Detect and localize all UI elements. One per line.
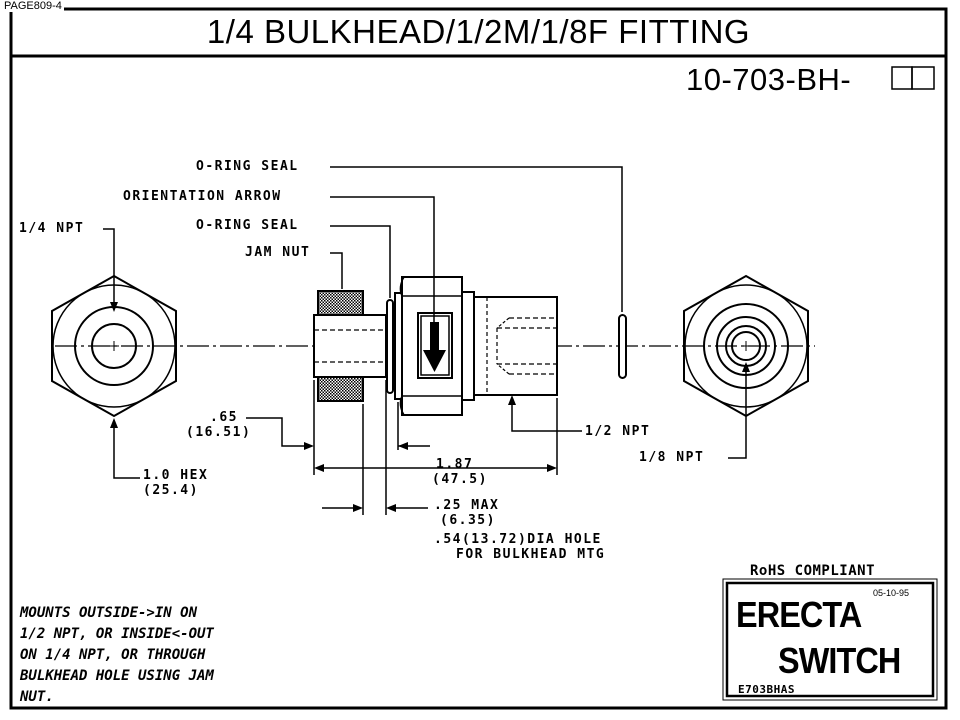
leader-lines xyxy=(103,166,750,479)
dim-187-mm: (47.5) xyxy=(432,472,488,487)
label-jam-nut: JAM NUT xyxy=(245,245,311,260)
label-oring-seal-top: O-RING SEAL xyxy=(196,159,299,174)
dim-025: .25 MAX xyxy=(434,498,500,513)
label-npt-quarter: 1/4 NPT xyxy=(19,221,85,236)
part-suffix-box-2 xyxy=(911,66,935,90)
note-line: BULKHEAD HOLE USING JAM xyxy=(20,668,214,684)
dim-hex-mm: (25.4) xyxy=(143,483,199,498)
drawing-number: E703BHAS xyxy=(738,683,795,696)
label-oring-seal-mid: O-RING SEAL xyxy=(196,218,299,233)
part-number: 10-703-BH- xyxy=(686,62,852,97)
mounting-note: MOUNTS OUTSIDE->IN ON 1/2 NPT, OR INSIDE… xyxy=(20,603,214,708)
note-line: 1/2 NPT, OR INSIDE<-OUT xyxy=(20,626,214,642)
label-npt-half: 1/2 NPT xyxy=(585,424,651,439)
title-block-logo-box xyxy=(722,578,938,701)
note-line: ON 1/4 NPT, OR THROUGH xyxy=(20,647,206,663)
dim-065-mm: (16.51) xyxy=(186,425,252,440)
part-suffix-box-1 xyxy=(891,66,913,90)
dim-187: 1.87 xyxy=(436,457,474,472)
dim-025-mm: (6.35) xyxy=(440,513,496,528)
dim-hex: 1.0 HEX xyxy=(143,468,209,483)
rohs-label: RoHS COMPLIANT xyxy=(750,563,876,579)
hole-note-line2: FOR BULKHEAD MTG xyxy=(456,547,606,562)
drawing-date: 05-10-95 xyxy=(873,588,910,598)
hole-note-line1: .54(13.72)DIA HOLE xyxy=(434,532,602,547)
dim-065: .65 xyxy=(210,410,238,425)
fitting-side-view xyxy=(313,276,627,416)
note-line: MOUNTS OUTSIDE->IN ON xyxy=(20,605,198,621)
label-npt-eighth: 1/8 NPT xyxy=(639,450,705,465)
outer-border xyxy=(9,7,948,710)
page-title: 1/4 BULKHEAD/1/2M/1/8F FITTING xyxy=(206,13,751,50)
logo-erecta: ERECTA xyxy=(736,594,862,635)
note-line: NUT. xyxy=(20,689,54,705)
label-orientation-arrow: ORIENTATION ARROW xyxy=(123,189,282,204)
logo-switch: SWITCH xyxy=(778,640,901,681)
page-tag: PAGE809-4 xyxy=(2,0,64,12)
left-end-view xyxy=(51,274,177,418)
dimension-arrowheads xyxy=(304,442,557,512)
